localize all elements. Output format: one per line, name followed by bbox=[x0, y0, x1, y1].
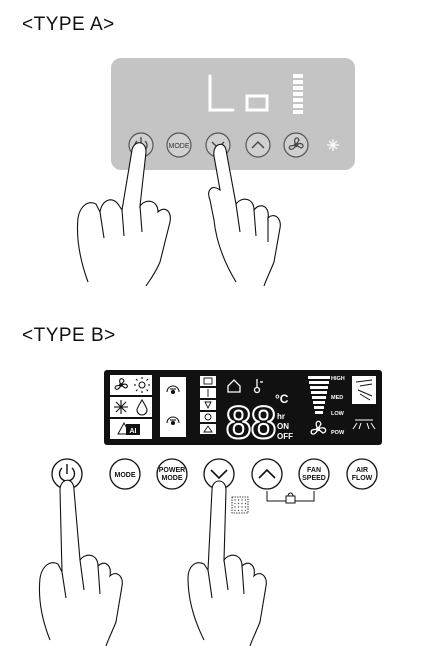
type-b-right-hand bbox=[187, 480, 267, 647]
fan-icon bbox=[310, 420, 327, 435]
type-b-power-mode-button[interactable]: POWER MODE bbox=[156, 458, 188, 490]
sun-icon bbox=[134, 377, 150, 393]
snowflake-icon bbox=[114, 400, 128, 414]
type-b-off: OFF bbox=[277, 432, 293, 441]
thermometer-icon bbox=[253, 379, 263, 394]
type-b-mode-button[interactable]: MODE bbox=[109, 458, 141, 490]
auto-label: AI bbox=[130, 428, 137, 435]
power-mode-label-1: POWER bbox=[159, 467, 185, 474]
type-b-fan-speed-button[interactable]: FAN SPEED bbox=[298, 458, 330, 490]
type-b-panel: AI bbox=[38, 370, 382, 647]
type-b-digits: 88 bbox=[226, 397, 276, 448]
type-a-level-bar bbox=[293, 74, 303, 114]
home-small-icon bbox=[203, 425, 213, 433]
type-a-readout-lo bbox=[208, 74, 269, 112]
type-b-air-flow-button[interactable]: AIR FLOW bbox=[346, 458, 378, 490]
fan-speed-label-1: FAN bbox=[307, 467, 321, 474]
chevron-up-icon bbox=[251, 141, 265, 149]
type-b-sensor bbox=[231, 496, 249, 514]
type-b-left-hand bbox=[38, 479, 123, 647]
fan-speed-label-2: SPEED bbox=[302, 475, 326, 482]
type-b-title: <TYPE B> bbox=[22, 325, 116, 346]
fan-icon bbox=[288, 137, 304, 150]
type-b-speed-bars bbox=[308, 376, 330, 414]
type-b-airflow-block bbox=[352, 376, 376, 430]
type-b-function-column bbox=[200, 376, 216, 434]
type-a-up-button[interactable] bbox=[245, 132, 271, 158]
speed-label-med: MED bbox=[331, 395, 343, 401]
chevron-up-icon bbox=[258, 468, 276, 479]
drop-icon bbox=[136, 398, 148, 416]
filter-icon bbox=[203, 377, 213, 385]
mode-label: MODE bbox=[115, 472, 136, 479]
type-a-mode-label: MODE bbox=[169, 143, 190, 150]
type-a-title: <TYPE A> bbox=[22, 14, 115, 35]
type-a-left-hand bbox=[76, 142, 171, 287]
airflow-up-icon bbox=[355, 379, 373, 401]
chevron-down-icon bbox=[210, 469, 228, 480]
type-b-up-button[interactable] bbox=[251, 458, 283, 490]
air-flow-label-2: FLOW bbox=[352, 475, 373, 482]
home-icon bbox=[227, 379, 241, 393]
air-flow-label-1: AIR bbox=[356, 467, 368, 474]
airflow-down-icon bbox=[352, 419, 376, 430]
type-b-on: ON bbox=[277, 422, 289, 431]
type-b-hr: hr bbox=[277, 412, 285, 421]
clock-icon bbox=[204, 413, 212, 421]
type-a-right-hand bbox=[208, 143, 281, 287]
speed-label-low: LOW bbox=[331, 411, 345, 417]
swing-icon bbox=[166, 416, 180, 426]
snowflake-icon bbox=[327, 139, 339, 151]
speed-label-pow: POW bbox=[331, 430, 345, 436]
power-mode-label-2: MODE bbox=[162, 475, 183, 482]
type-b-lock-bracket bbox=[266, 491, 315, 504]
type-a-mode-button[interactable]: MODE bbox=[166, 132, 192, 158]
speed-label-high: HIGH bbox=[331, 376, 345, 382]
type-b-unit: °C bbox=[275, 392, 289, 406]
type-a-panel: MODE bbox=[76, 58, 355, 287]
swing-icon bbox=[166, 385, 180, 395]
type-b-mode-block: AI bbox=[110, 375, 152, 439]
dry-icon bbox=[204, 401, 212, 410]
auto-icon: AI bbox=[117, 421, 140, 435]
type-b-swing-block bbox=[160, 377, 186, 437]
type-a-fan-button[interactable] bbox=[283, 132, 309, 158]
fan-icon bbox=[114, 378, 128, 390]
